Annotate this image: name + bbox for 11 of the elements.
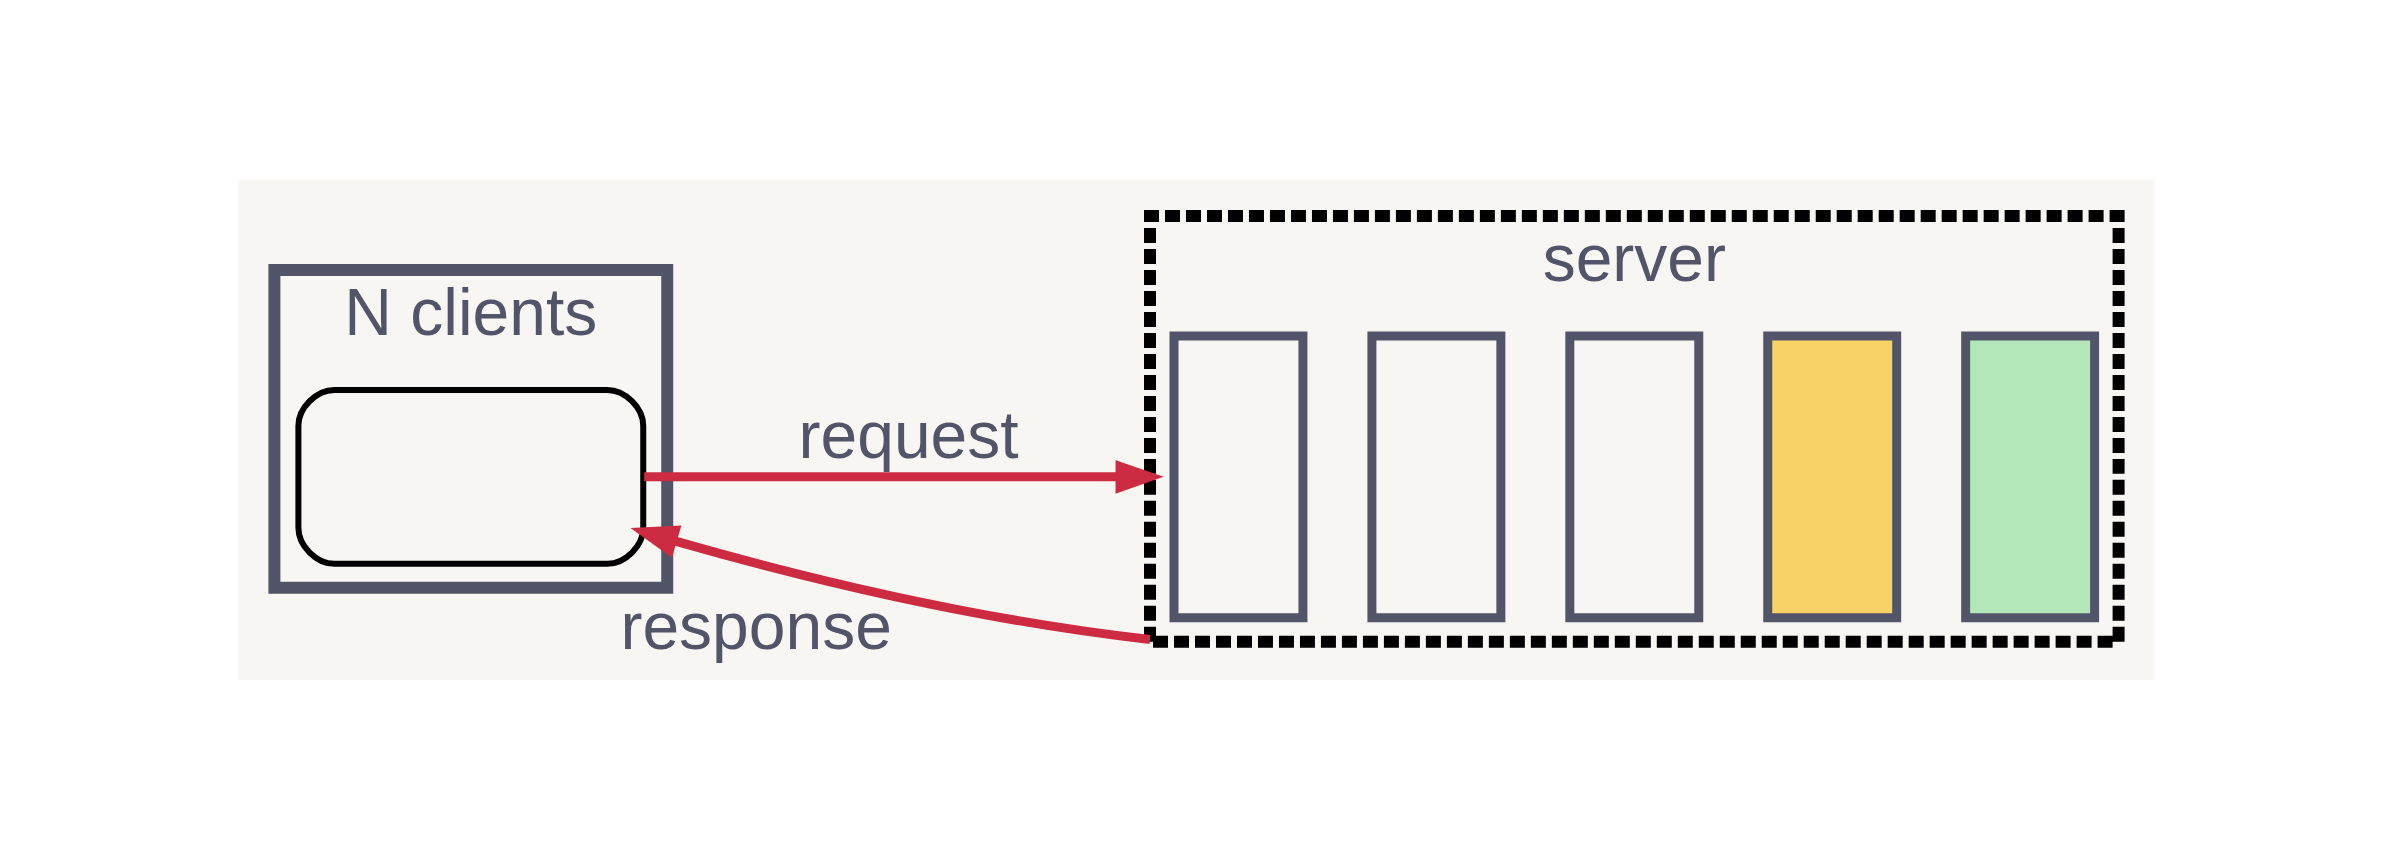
arrow [629,524,1151,644]
node-box [294,386,646,567]
edge-label: request [798,397,1019,472]
node-box [1169,330,1307,622]
arrow [643,459,1164,494]
node-box [1564,330,1703,622]
cluster: server [1143,209,2125,648]
node-box [1366,330,1505,622]
cluster: N clients [267,263,673,594]
node-box [1960,330,2099,622]
node-box [1762,330,1901,622]
